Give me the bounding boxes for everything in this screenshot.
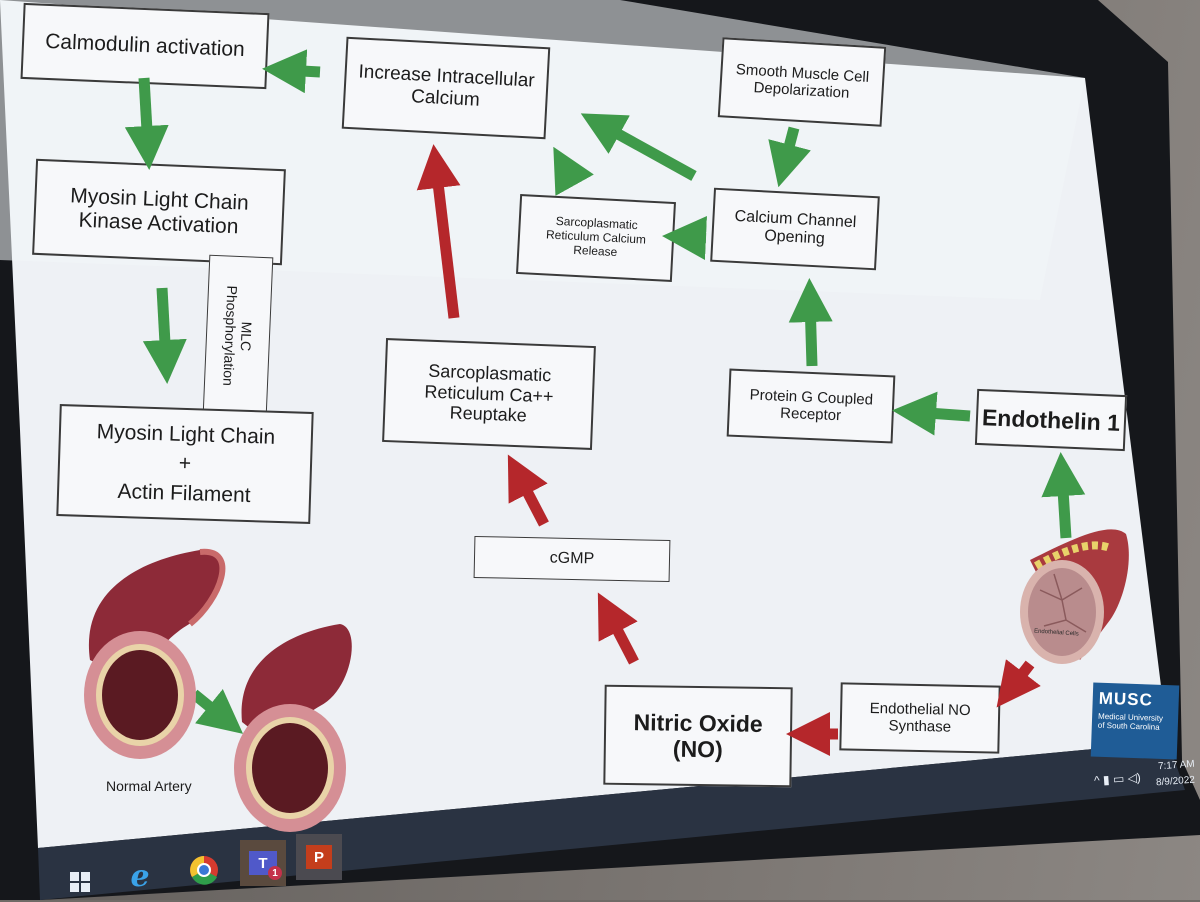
- musc-logo-subtitle: Medical University of South Carolina: [1097, 711, 1164, 732]
- internet-explorer-icon[interactable]: e: [130, 858, 150, 894]
- chrome-icon[interactable]: [184, 850, 224, 890]
- powerpoint-icon[interactable]: P: [296, 834, 342, 880]
- chrome-logo-icon: [190, 856, 218, 885]
- windows-start-icon[interactable]: [60, 862, 100, 902]
- musc-logo-name: MUSC: [1098, 688, 1154, 710]
- teams-notification-badge: 1: [268, 866, 282, 880]
- teams-icon[interactable]: T 1: [240, 840, 286, 886]
- normal-artery-caption: Normal Artery: [106, 778, 192, 794]
- windows-logo-icon: [70, 872, 90, 892]
- musc-logo: MUSC Medical University of South Carolin…: [1090, 682, 1180, 760]
